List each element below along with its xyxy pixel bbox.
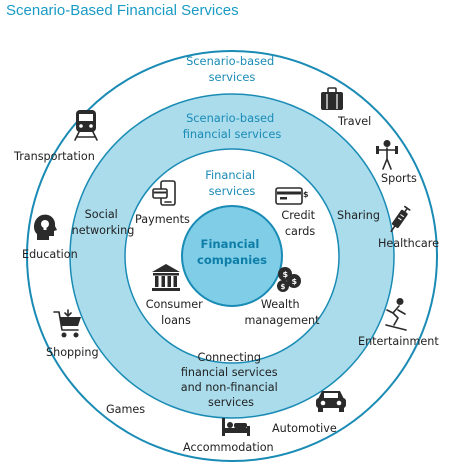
svg-text:$: $	[281, 283, 286, 291]
label-consumer-loans: Consumer loans	[146, 298, 207, 327]
train-icon	[74, 110, 98, 141]
core-title: Financial companies	[197, 237, 267, 267]
label-payments: Payments	[135, 213, 190, 226]
label-wealth-management: Wealth management	[245, 298, 321, 327]
label-shopping: Shopping	[46, 346, 99, 359]
bank-icon	[152, 264, 180, 291]
label-sharing: Sharing	[337, 209, 380, 222]
label-transportation: Transportation	[13, 150, 95, 163]
suitcase-icon	[321, 87, 343, 110]
label-healthcare: Healthcare	[378, 237, 439, 250]
label-entertainment: Entertainment	[358, 335, 439, 348]
label-automotive: Automotive	[272, 422, 337, 435]
car-icon	[316, 391, 346, 412]
label-travel: Travel	[337, 115, 371, 128]
bed-icon	[222, 418, 250, 436]
svg-text:$: $	[292, 277, 298, 286]
shopping-cart-icon	[53, 309, 81, 338]
credit-card-icon: $	[275, 187, 309, 205]
mobile-payment-icon	[152, 180, 176, 206]
label-credit-cards: Credit cards	[281, 209, 318, 238]
middle-ring-title: Scenario-based financial services	[183, 111, 282, 141]
label-social-networking: Social networking	[72, 208, 135, 237]
svg-text:$: $	[283, 270, 289, 279]
outer-ring-title: Scenario-based services	[186, 54, 278, 84]
inner-ring-title: Financial services	[205, 168, 259, 198]
athlete-icon	[376, 140, 398, 170]
syringe-icon	[390, 205, 411, 233]
page-title: Scenario-Based Financial Services	[6, 2, 239, 19]
head-lightbulb-icon	[34, 214, 57, 240]
label-connecting: Connecting financial services and non-fi…	[181, 351, 282, 409]
skier-icon	[385, 298, 407, 331]
label-games: Games	[106, 403, 145, 416]
label-accommodation: Accommodation	[183, 441, 274, 454]
label-education: Education	[22, 248, 78, 261]
svg-text:$: $	[303, 190, 309, 199]
label-sports: Sports	[381, 172, 417, 185]
coins-icon: $ $ $	[277, 267, 301, 292]
core-circle	[181, 205, 283, 307]
